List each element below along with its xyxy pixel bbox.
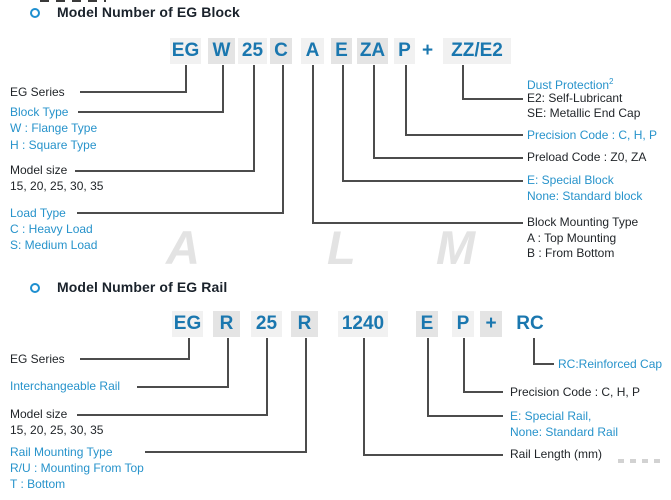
model-segment-eg: EG	[172, 311, 203, 337]
label-block-type: Block Type	[10, 105, 69, 119]
label-dust-se: SE: Metallic End Cap	[527, 106, 641, 120]
model-segment-p: P	[394, 38, 415, 64]
model-segment-r: R	[213, 311, 240, 337]
label-dust-protection: Dust Protection2	[527, 75, 614, 92]
model-segment-1240: 1240	[338, 311, 388, 337]
connector-line	[77, 212, 282, 214]
label-rail-mounting-ru: R/U : Mounting From Top	[10, 461, 144, 475]
connector-line	[137, 386, 227, 388]
label-load-type: Load Type	[10, 206, 66, 220]
label-dust-e2: E2: Self-Lubricant	[527, 91, 623, 105]
model-segment-c: C	[270, 38, 292, 64]
connector-line	[305, 338, 307, 453]
connector-line	[427, 338, 429, 417]
watermark-letter: M	[436, 221, 476, 274]
connector-line	[312, 65, 314, 224]
model-segment-25: 25	[238, 38, 267, 64]
model-segment-e: E	[331, 38, 352, 64]
connector-line	[405, 134, 523, 136]
label-special-rail: E: Special Rail,	[510, 409, 592, 423]
label-rail-length: Rail Length (mm)	[510, 447, 603, 461]
model-segment-25: 25	[251, 311, 282, 337]
label-standard-block: None: Standard block	[527, 189, 643, 203]
connector-line	[533, 363, 554, 365]
connector-line	[363, 338, 365, 456]
section-bullet-icon	[30, 8, 40, 18]
rail-section-title: Model Number of EG Rail	[57, 279, 228, 295]
connector-line	[373, 65, 375, 159]
watermark-letter: A	[166, 221, 200, 274]
label-precision-code: Precision Code : C, H, P	[510, 385, 641, 399]
cropped-text-artifact	[618, 459, 666, 463]
connector-line	[463, 338, 465, 393]
model-segment-p: P	[452, 311, 474, 337]
label-block-type-h: H : Square Type	[10, 138, 97, 152]
connector-line	[363, 454, 503, 456]
connector-line	[188, 338, 190, 360]
connector-line	[342, 65, 344, 182]
connector-line	[77, 414, 266, 416]
label-rail-mounting-t: T : Bottom	[10, 477, 66, 491]
label-load-type-c: C : Heavy Load	[10, 222, 93, 236]
model-segment-w: W	[208, 38, 235, 64]
label-special-block: E: Special Block	[527, 173, 614, 187]
connector-line	[266, 338, 268, 416]
model-segment-rc: RC	[516, 313, 544, 334]
model-segment-e: E	[416, 311, 438, 337]
label-eg-series: EG Series	[10, 85, 65, 99]
connector-line	[373, 157, 523, 159]
connector-line	[145, 451, 305, 453]
label-precision-code: Precision Code : C, H, P	[527, 128, 658, 142]
connector-line	[222, 65, 224, 113]
label-model-size: Model size	[10, 407, 68, 421]
label-interchangeable-rail: Interchangeable Rail	[10, 379, 121, 393]
label-dust-protection-superscript: 2	[609, 77, 614, 86]
model-segment-plus: +	[480, 311, 502, 337]
model-segment-a: A	[301, 38, 324, 64]
connector-line	[80, 91, 185, 93]
label-mounting-b: B : From Bottom	[527, 246, 615, 260]
cropped-text-artifact	[40, 0, 106, 2]
label-eg-series: EG Series	[10, 352, 65, 366]
label-standard-rail: None: Standard Rail	[510, 425, 619, 439]
connector-line	[533, 338, 535, 365]
label-reinforced-cap: RC:Reinforced Cap	[558, 357, 663, 371]
watermark-letter: L	[327, 221, 356, 274]
connector-line	[342, 180, 523, 182]
label-preload-code: Preload Code : Z0, ZA	[527, 150, 647, 164]
connector-line	[80, 358, 188, 360]
label-model-size-values: 15, 20, 25, 30, 35	[10, 179, 104, 193]
connector-line	[427, 415, 503, 417]
connector-line	[185, 65, 187, 93]
connector-line	[78, 111, 222, 113]
model-segment-plus: +	[421, 40, 434, 61]
label-rail-mounting: Rail Mounting Type	[10, 445, 113, 459]
connector-line	[462, 65, 464, 100]
label-load-type-s: S: Medium Load	[10, 238, 98, 252]
label-model-size: Model size	[10, 163, 68, 177]
section-bullet-icon	[30, 283, 40, 293]
label-dust-protection-text: Dust Protection	[527, 78, 610, 92]
label-block-type-w: W : Flange Type	[10, 121, 98, 135]
connector-line	[462, 98, 523, 100]
model-segment-r2: R	[291, 311, 318, 337]
model-segment-za: ZA	[357, 38, 388, 64]
connector-line	[312, 222, 523, 224]
model-segment-eg: EG	[170, 38, 201, 64]
connector-line	[75, 170, 253, 172]
block-section-title: Model Number of EG Block	[57, 4, 240, 20]
connector-line	[405, 65, 407, 136]
model-segment-zze2: ZZ/E2	[443, 38, 511, 64]
label-block-mounting: Block Mounting Type	[527, 215, 639, 229]
connector-line	[463, 391, 503, 393]
label-model-size-values: 15, 20, 25, 30, 35	[10, 423, 104, 437]
label-mounting-a: A : Top Mounting	[527, 231, 617, 245]
connector-line	[253, 65, 255, 172]
connector-line	[282, 65, 284, 214]
connector-line	[227, 338, 229, 388]
